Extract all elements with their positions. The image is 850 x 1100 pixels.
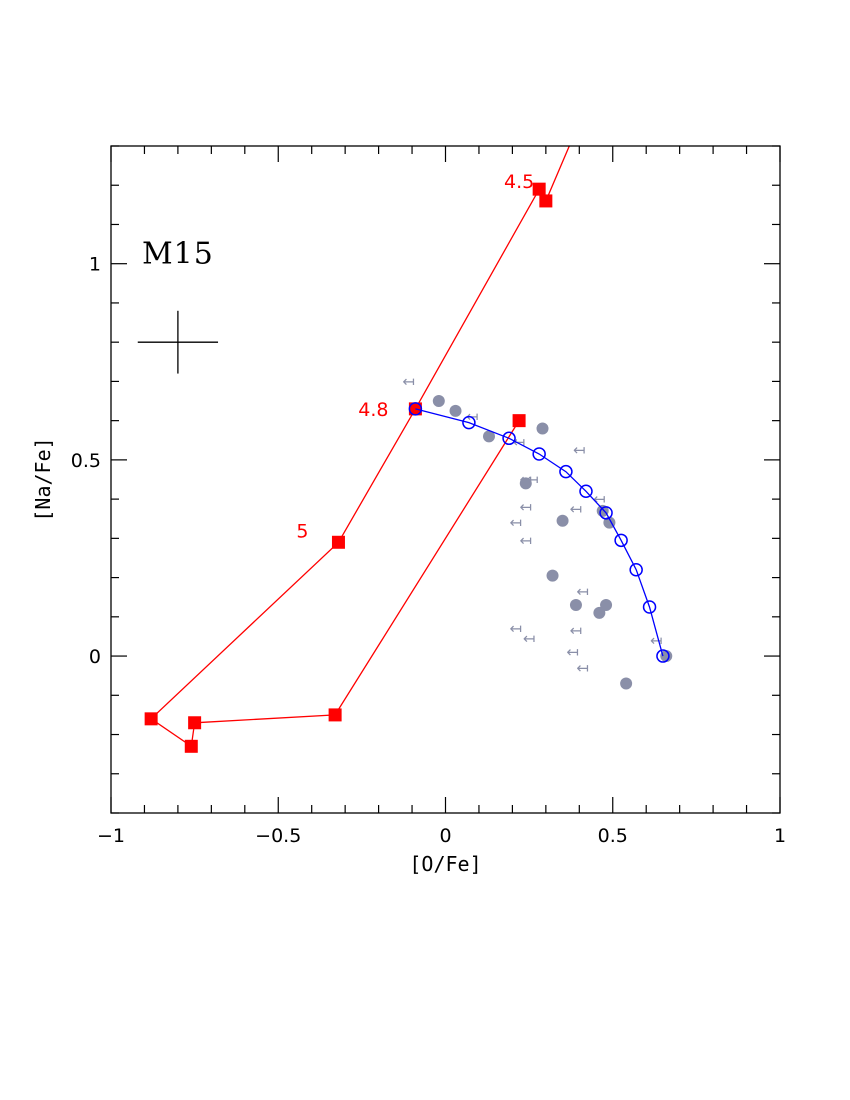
dilution-curve-marker [532, 447, 546, 461]
x-tick-label: 1 [774, 825, 786, 847]
upper-limit-arrow: ↤ [519, 498, 532, 516]
observed-star-point [569, 599, 582, 612]
model-track-marker [539, 194, 553, 208]
y-tick-label: 1 [89, 254, 101, 276]
upper-limit-arrow: ↤ [509, 620, 522, 638]
observed-star-point [620, 677, 633, 690]
axes: −1 −0.5 0 0.5 1 0 0.5 1 [O/Fe] [Na/Fe] M15 4.5 4.8 5 [31, 145, 786, 876]
dilution-curve-marker [629, 562, 643, 577]
dilution-curve-line [415, 408, 664, 657]
model-track-marker [512, 414, 526, 428]
observed-star-point [593, 606, 606, 619]
model-track-marker [328, 708, 342, 722]
dilution-curve-marker [599, 506, 613, 520]
mass-label: 4.5 [504, 171, 534, 193]
observed-star-point [546, 569, 559, 582]
observed-star-point [449, 404, 462, 417]
upper-limit-arrow: ↤ [523, 629, 536, 647]
upper-limit-arrow: ↤ [576, 582, 589, 600]
observed-star-point [482, 430, 495, 443]
y-tick-label: 0 [89, 646, 101, 668]
model-track-marker [532, 182, 546, 196]
observed-star-point [519, 477, 532, 490]
x-tick-label: 0.5 [598, 825, 628, 847]
upper-limit-arrow: ↤ [566, 643, 579, 661]
plot-area: ↤↤↤↤↤↤↤↤↤↤↤↤↤↤↤↤↤↤ [144, 146, 673, 753]
dilution-curve-marker [656, 649, 670, 663]
model-track-marker [408, 402, 422, 416]
observed-star-point [660, 650, 673, 663]
dilution-curve-marker [642, 600, 657, 614]
dilution-curve-marker [579, 484, 593, 499]
model-track-marker [184, 739, 198, 753]
mass-label: 5 [296, 520, 308, 542]
observed-star-point [432, 395, 445, 408]
model-track-marker [144, 712, 158, 726]
observed-star-point [556, 514, 569, 527]
upper-limit-arrow: ↤ [576, 659, 589, 677]
upper-limit-arrow: ↤ [402, 372, 415, 390]
upper-limit-arrow: ↤ [570, 500, 583, 518]
mass-label: 4.8 [358, 399, 388, 421]
dilution-curve-marker [462, 415, 476, 430]
upper-limit-arrow: ↤ [593, 490, 606, 508]
dilution-curve-marker [614, 533, 628, 548]
dilution-curve-marker [502, 431, 516, 446]
y-axis-label: [Na/Fe] [31, 437, 55, 521]
model-track-marker [331, 535, 345, 549]
upper-limit-arrow: ↤ [526, 471, 539, 489]
dilution-curve-marker [559, 464, 573, 479]
x-tick-label: −0.5 [255, 825, 301, 847]
x-tick-label: 0 [439, 825, 451, 847]
x-axis-label: [O/Fe] [409, 852, 481, 876]
upper-limit-arrow: ↤ [519, 531, 532, 549]
upper-limit-arrow: ↤ [519, 471, 532, 489]
upper-limit-arrow: ↤ [570, 622, 583, 640]
x-tick-label: −1 [97, 825, 125, 847]
model-track-marker [188, 716, 202, 730]
observed-star-point [600, 599, 613, 612]
y-tick-label: 0.5 [71, 450, 101, 472]
upper-limit-arrow: ↤ [509, 514, 522, 532]
observed-star-point [536, 422, 549, 435]
panel-label: M15 [142, 237, 214, 272]
upper-limit-arrow: ↤ [573, 441, 586, 459]
upper-limit-arrow: ↤ [513, 433, 526, 451]
dilution-curve-marker [408, 402, 423, 416]
